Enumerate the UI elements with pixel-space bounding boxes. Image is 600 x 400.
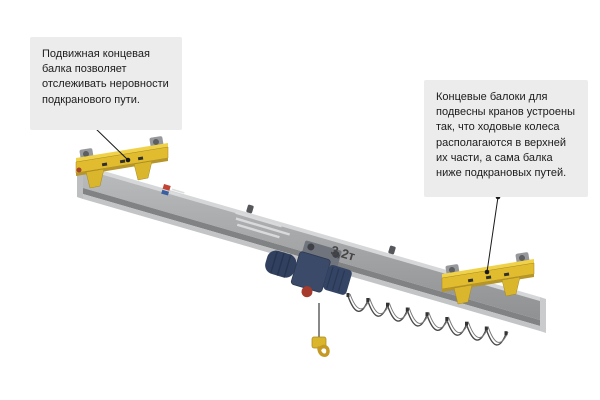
motor-rib	[276, 252, 285, 276]
hook-block	[311, 336, 330, 357]
beam-marking-lines	[235, 211, 290, 239]
callout-right: Концевые балоки для подвесны кранов устр…	[424, 80, 588, 197]
leader-line-right	[484, 194, 501, 275]
capacity-label: 3,2т	[329, 242, 357, 263]
beam-end-face-right	[540, 297, 546, 333]
motor-rib	[270, 251, 278, 273]
carriage-buffer	[76, 167, 82, 173]
trolley-wheel	[332, 250, 340, 258]
carriage-slots	[467, 272, 510, 283]
carriage-bracket	[85, 168, 105, 189]
carriage-bracket	[133, 160, 153, 181]
festoon-hangers	[346, 293, 508, 336]
trolley-wheel	[307, 243, 315, 251]
end-carriage-left	[75, 136, 169, 189]
carriage-slots	[101, 156, 144, 167]
hook-icon	[317, 344, 330, 357]
beam-logo	[161, 183, 185, 197]
drum-groove	[331, 268, 340, 291]
festoon-cables	[346, 293, 509, 346]
carriage-bar-top	[76, 143, 168, 162]
carriage-bracket	[501, 276, 521, 297]
end-carriage-right	[441, 252, 535, 305]
callout-left-text: Подвижная концевая балка позволяет отсле…	[42, 48, 169, 106]
carriage-bracket	[453, 284, 473, 305]
beam-top-flange	[83, 165, 540, 301]
rope-guide	[301, 286, 313, 298]
lifting-lug	[246, 204, 254, 214]
lifting-lug	[388, 245, 396, 255]
callout-left: Подвижная концевая балка позволяет отсле…	[30, 37, 182, 130]
hoist	[265, 240, 352, 357]
motor-rib	[283, 254, 292, 278]
drum-groove	[326, 266, 334, 289]
callout-right-text: Концевые балоки для подвесны кранов устр…	[436, 91, 576, 179]
rope-drum	[323, 265, 352, 295]
drum-groove	[337, 270, 346, 292]
